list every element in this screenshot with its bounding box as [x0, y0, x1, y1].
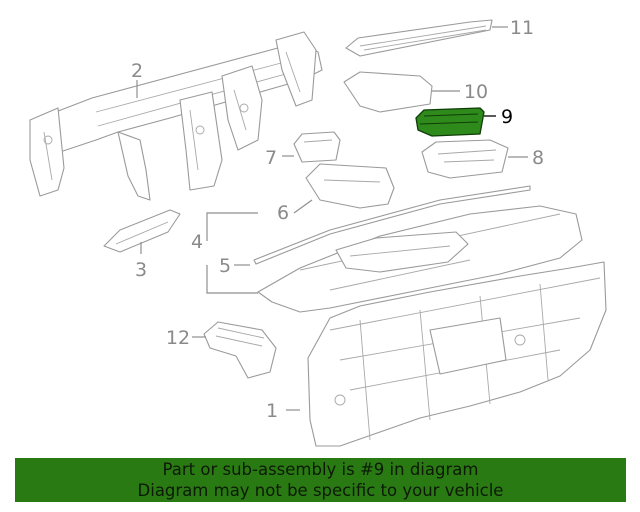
- callout-7: 7: [265, 147, 277, 169]
- banner-line-2: Diagram may not be specific to your vehi…: [137, 481, 504, 500]
- part-11-defroster-grille[interactable]: [345, 19, 493, 57]
- part-2-cross-car-beam[interactable]: [29, 31, 323, 201]
- part-5-instrument-panel[interactable]: [253, 185, 583, 313]
- parts-diagram: 1 2 3 4 5 6 7 8 9 10 11 12: [29, 17, 607, 447]
- callout-8: 8: [532, 147, 544, 169]
- callout-5: 5: [219, 255, 231, 277]
- callout-10: 10: [464, 81, 488, 103]
- callout-6: 6: [277, 202, 289, 224]
- callout-4: 4: [191, 231, 203, 253]
- banner-line-1: Part or sub-assembly is #9 in diagram: [162, 460, 479, 479]
- leader-lines: [136, 26, 528, 411]
- info-banner: Part or sub-assembly is #9 in diagram Di…: [15, 458, 626, 502]
- callout-2: 2: [131, 60, 143, 82]
- part-3-bracket[interactable]: [103, 209, 181, 253]
- part-9-highlighted[interactable]: [415, 107, 485, 137]
- part-8-housing[interactable]: [421, 139, 509, 179]
- callout-1: 1: [266, 400, 278, 422]
- callout-9: 9: [501, 106, 513, 128]
- part-1-carrier[interactable]: [307, 261, 607, 447]
- callout-11: 11: [510, 17, 534, 39]
- part-10-cover[interactable]: [343, 71, 433, 113]
- callout-3: 3: [135, 259, 147, 281]
- callout-12: 12: [166, 327, 190, 349]
- part-6-bezel[interactable]: [305, 163, 395, 209]
- part-7-vent[interactable]: [293, 131, 341, 163]
- callouts: 1 2 3 4 5 6 7 8 9 10 11 12: [131, 17, 544, 422]
- part-12-duct[interactable]: [203, 321, 277, 379]
